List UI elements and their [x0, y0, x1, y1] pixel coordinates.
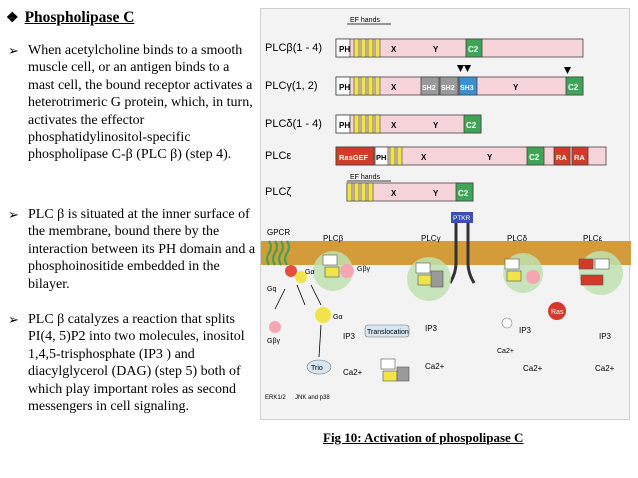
- domain-c2: C2: [458, 189, 469, 198]
- isoform-label-plcg: PLCγ(1, 2): [265, 80, 318, 92]
- gq-label: Gq: [267, 286, 276, 293]
- trio-node: [306, 359, 332, 375]
- domain-bar-plcg: PH X SH2 SH2 SH3 Y C2: [335, 76, 584, 96]
- domain-bar-plce: RasGEF PH X Y C2 RA RA: [335, 146, 607, 166]
- domain-ph: PH: [376, 153, 386, 162]
- arrowhead-marker: [564, 67, 571, 74]
- ca-label: Ca2+: [595, 364, 615, 373]
- plc-figure: EF hands EF hands PLCβ(1 - 4) PH X Y C2 …: [260, 8, 631, 420]
- domain-bar-plcz: X Y C2: [346, 182, 474, 202]
- domain-y: Y: [433, 121, 439, 130]
- domain-x: X: [421, 153, 427, 162]
- jnk-label: JNK and p38: [295, 395, 330, 401]
- bullet-item-3: ➢ PLC β catalyzes a reaction that splits…: [8, 311, 258, 415]
- trio-label: Trio: [311, 365, 323, 372]
- domain-y: Y: [433, 45, 439, 54]
- domain-ra: RA: [556, 153, 567, 162]
- domain-c2: C2: [468, 45, 479, 54]
- plcd-label: PLCδ: [507, 234, 528, 243]
- ip3-label: IP3: [599, 332, 612, 341]
- arrowhead-marker: [457, 65, 464, 72]
- plcg-label: PLCγ: [421, 234, 441, 243]
- domain-sh2: SH2: [441, 85, 455, 92]
- g-alpha-12-subunit: [315, 307, 331, 323]
- ras-node: [548, 302, 566, 320]
- ca-label: Ca2+: [497, 348, 514, 355]
- ip3-label: IP3: [425, 324, 438, 333]
- plce-complex: [579, 251, 623, 295]
- domain-y: Y: [513, 83, 519, 92]
- ptkr-label: PTKR: [453, 215, 471, 222]
- translocation-box: [364, 324, 410, 338]
- diamond-bullet-icon: ❖: [6, 11, 19, 26]
- domain-c2: C2: [529, 153, 540, 162]
- gbg-label: Gβγ: [357, 266, 370, 273]
- domain-c2: C2: [568, 83, 579, 92]
- domain-sh2: SH2: [422, 85, 436, 92]
- isoform-label-plcb: PLCβ(1 - 4): [265, 42, 322, 54]
- bullet-text: PLC β is situated at the inner surface o…: [28, 207, 256, 292]
- domain-bar-plcb: PH X Y C2: [335, 38, 584, 58]
- bullet-item-1: ➢ When acetylcholine binds to a smooth m…: [8, 42, 258, 164]
- galpha-label: Gα: [305, 269, 315, 276]
- erk-label: ERK1/2: [265, 395, 286, 401]
- slide-title: ❖ Phospholipase C: [6, 9, 134, 27]
- ef-hands-label: EF hands: [350, 17, 380, 24]
- plce-label: PLCε: [583, 234, 603, 243]
- domain-ph: PH: [339, 121, 350, 130]
- gpcr-label: GPCR: [267, 228, 290, 237]
- arrowhead-marker: [464, 65, 471, 72]
- slide-title-text: Phospholipase C: [24, 9, 135, 26]
- domain-ph: PH: [339, 83, 350, 92]
- bullet-text: When acetylcholine binds to a smooth mus…: [28, 43, 253, 163]
- translocation-label: Translocation: [367, 329, 409, 336]
- g-alpha-subunit: [285, 265, 297, 277]
- bullet-item-2: ➢ PLC β is situated at the inner surface…: [8, 206, 258, 293]
- ef-hands-label: EF hands: [350, 174, 380, 181]
- domain-y: Y: [433, 189, 439, 198]
- ptkr-receptor: [448, 223, 476, 284]
- ptkr-box: [451, 212, 473, 223]
- domain-ra: RA: [574, 153, 585, 162]
- domain-ph: PH: [339, 45, 350, 54]
- gpcr-receptor: [265, 240, 291, 266]
- signal-arrows: [274, 284, 322, 358]
- ip3-label: IP3: [519, 326, 532, 335]
- domain-y: Y: [487, 153, 493, 162]
- ip3-label: IP3: [343, 332, 356, 341]
- ca-label: Ca2+: [343, 368, 363, 377]
- domain-bar-plcd: PH X Y C2: [335, 114, 482, 134]
- ras-label: Ras: [551, 309, 564, 316]
- gbg2-label: Gβγ: [267, 338, 280, 345]
- domain-x: X: [391, 121, 397, 130]
- domain-x: X: [391, 83, 397, 92]
- isoform-label-plcz: PLCζ: [265, 186, 291, 198]
- arrow-bullet-icon: ➢: [8, 207, 19, 222]
- domain-sh3: SH3: [460, 85, 474, 92]
- isoform-label-plcd: PLCδ(1 - 4): [265, 118, 322, 130]
- plc-diagram: EF hands EF hands PLCβ(1 - 4) PH X Y C2 …: [261, 17, 631, 401]
- domain-rasgef: RasGEF: [339, 153, 369, 162]
- ca-label: Ca2+: [523, 364, 543, 373]
- galpha2-label: Gα: [333, 314, 343, 321]
- figure-caption: Fig 10: Activation of phospolipase C: [323, 430, 524, 445]
- domain-x: X: [391, 45, 397, 54]
- domain-x: X: [391, 189, 397, 198]
- isoform-label-plce: PLCε: [265, 150, 291, 162]
- bullet-text: PLC β catalyzes a reaction that splits P…: [28, 312, 245, 415]
- arrow-bullet-icon: ➢: [8, 43, 19, 58]
- arrow-bullet-icon: ➢: [8, 312, 19, 327]
- plcb-label: PLCβ: [323, 234, 344, 243]
- ca-label: Ca2+: [425, 362, 445, 371]
- domain-c2: C2: [466, 121, 477, 130]
